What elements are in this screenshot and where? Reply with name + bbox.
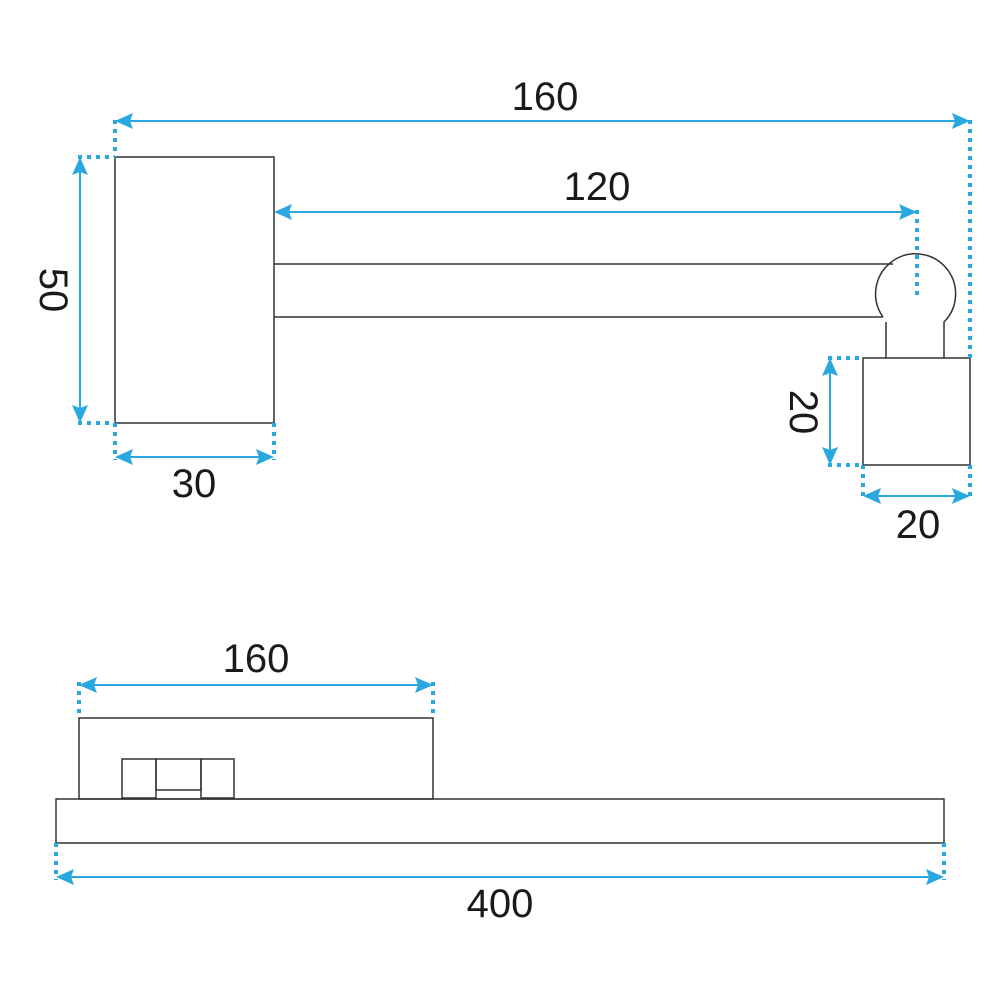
overall-width-label: 160	[512, 75, 579, 119]
base-width-label: 30	[172, 462, 217, 506]
top-view: 160 120 50 30	[31, 75, 972, 547]
hinge-detail	[121, 758, 235, 799]
wall-base-block	[114, 156, 275, 424]
side-lamp-bar	[55, 798, 945, 844]
side-base-length-label: 160	[223, 637, 290, 681]
base-height-label: 50	[31, 268, 75, 313]
arm-length-label: 120	[564, 165, 631, 209]
lamp-head-block	[862, 357, 971, 466]
dimension-head-height: 20	[781, 356, 863, 467]
total-length-label: 400	[467, 882, 534, 926]
side-view: 160 400	[54, 637, 946, 926]
dimension-base-width: 30	[113, 423, 276, 506]
dimension-arm-length: 120	[274, 165, 919, 298]
head-width-label: 20	[896, 503, 941, 547]
dimension-total-length: 400	[54, 843, 946, 926]
dimension-head-width: 20	[861, 465, 972, 547]
lamp-arm	[274, 263, 893, 318]
joint-ball	[874, 253, 957, 358]
dimension-side-base-length: 160	[77, 637, 435, 718]
dimension-overall-width: 160	[113, 75, 972, 358]
dimension-base-height: 50	[31, 155, 115, 425]
head-height-label: 20	[781, 390, 825, 435]
